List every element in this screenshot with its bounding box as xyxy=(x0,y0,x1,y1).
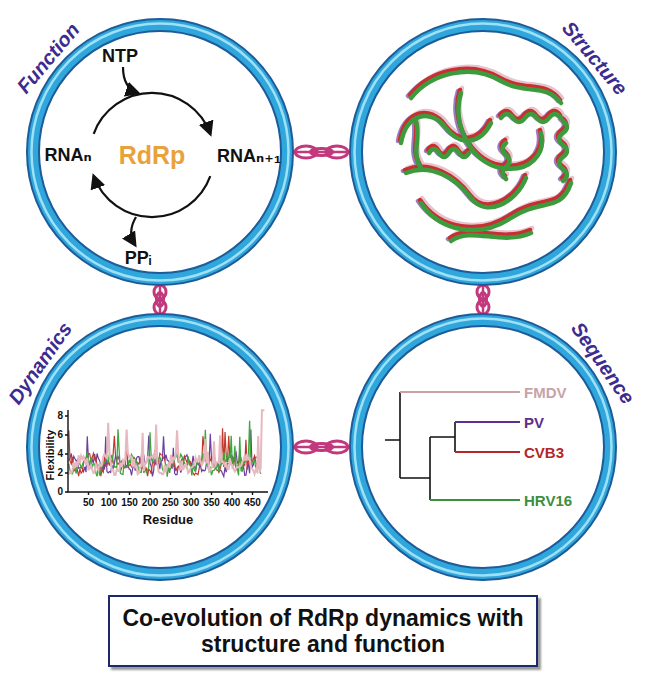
product-label: PPᵢ xyxy=(125,249,152,267)
chain-link xyxy=(159,286,162,313)
ring-outline xyxy=(33,25,287,279)
chain-connector xyxy=(477,285,489,314)
taxon-label: HRV16 xyxy=(524,493,572,508)
tick-label: 2 xyxy=(57,468,63,478)
flexibility-trace xyxy=(69,410,265,475)
ring-outline xyxy=(356,25,610,279)
ring-outline xyxy=(356,320,610,574)
ring-outline xyxy=(33,320,287,574)
taxon-label: PV xyxy=(524,415,544,430)
tick-label: 400 xyxy=(224,498,241,508)
ring-outline xyxy=(26,313,294,581)
tick-label: 200 xyxy=(142,498,159,508)
caption-box: Co-evolution of RdRp dynamics with struc… xyxy=(108,595,538,668)
flexibility-chart xyxy=(65,410,268,495)
tick-label: 350 xyxy=(203,498,220,508)
tick-label: 50 xyxy=(83,498,94,508)
ring-outline xyxy=(33,320,287,574)
axis-title: Flexibility xyxy=(45,430,56,481)
protein-structure xyxy=(400,69,570,238)
ring-outline xyxy=(349,313,617,581)
ring-panel: Sequence xyxy=(349,313,617,581)
chain-connector xyxy=(154,285,166,314)
ring-panel: Dynamics xyxy=(26,313,294,581)
ring-outline xyxy=(355,24,612,281)
reactant-label: NTP xyxy=(102,47,138,65)
ring-outline xyxy=(356,25,610,279)
ring-panel: Structure xyxy=(349,18,617,286)
taxon-label: FMDV xyxy=(524,385,567,400)
chain-connector xyxy=(294,441,349,453)
tick-label: 8 xyxy=(57,411,63,421)
output-arrow xyxy=(131,217,136,245)
phylogenetic-tree xyxy=(430,499,520,501)
enzyme-label: RdRp xyxy=(119,143,186,168)
reaction-cycle xyxy=(94,67,211,245)
phylogenetic-tree xyxy=(385,392,520,500)
protein-structure xyxy=(398,70,568,239)
chart-axis xyxy=(68,410,268,492)
ring-outline xyxy=(356,320,610,574)
chain-link xyxy=(294,151,349,154)
box-text: Co-evolution of RdRp dynamics with struc… xyxy=(120,605,526,658)
state-label: RNAₙ xyxy=(44,146,91,164)
protein-structure xyxy=(398,67,572,241)
chain-link xyxy=(482,286,485,313)
tick-label: 6 xyxy=(57,430,63,440)
cycle-arrow xyxy=(94,176,211,217)
chain-link xyxy=(294,446,349,449)
chain-connector xyxy=(294,146,349,158)
axis-title: Residue xyxy=(143,513,194,526)
chart-axis xyxy=(65,416,68,492)
cycle-arrow xyxy=(94,93,211,134)
tick-label: 100 xyxy=(101,498,118,508)
taxon-label: CVB3 xyxy=(524,445,564,460)
ring-outline xyxy=(349,18,617,286)
chart-axis xyxy=(65,410,268,495)
tick-label: 150 xyxy=(121,498,138,508)
state-label: RNAₙ₊₁ xyxy=(217,147,281,165)
ring-outline xyxy=(355,319,612,576)
phylogenetic-tree xyxy=(455,421,520,423)
protein-structure xyxy=(401,72,571,241)
input-arrow xyxy=(123,67,138,93)
ring-outline xyxy=(33,25,287,279)
tick-label: 0 xyxy=(57,487,63,497)
tick-label: 450 xyxy=(244,498,261,508)
flexibility-trace xyxy=(69,410,265,476)
phylogenetic-tree xyxy=(455,451,520,453)
chart-axis xyxy=(89,492,253,495)
ring-outline xyxy=(32,24,289,281)
tick-label: 300 xyxy=(183,498,200,508)
tick-label: 250 xyxy=(162,498,179,508)
phylogenetic-tree xyxy=(400,391,520,393)
ring-outline xyxy=(32,319,289,576)
tick-label: 4 xyxy=(57,449,63,459)
phylogenetic-tree xyxy=(385,392,455,500)
